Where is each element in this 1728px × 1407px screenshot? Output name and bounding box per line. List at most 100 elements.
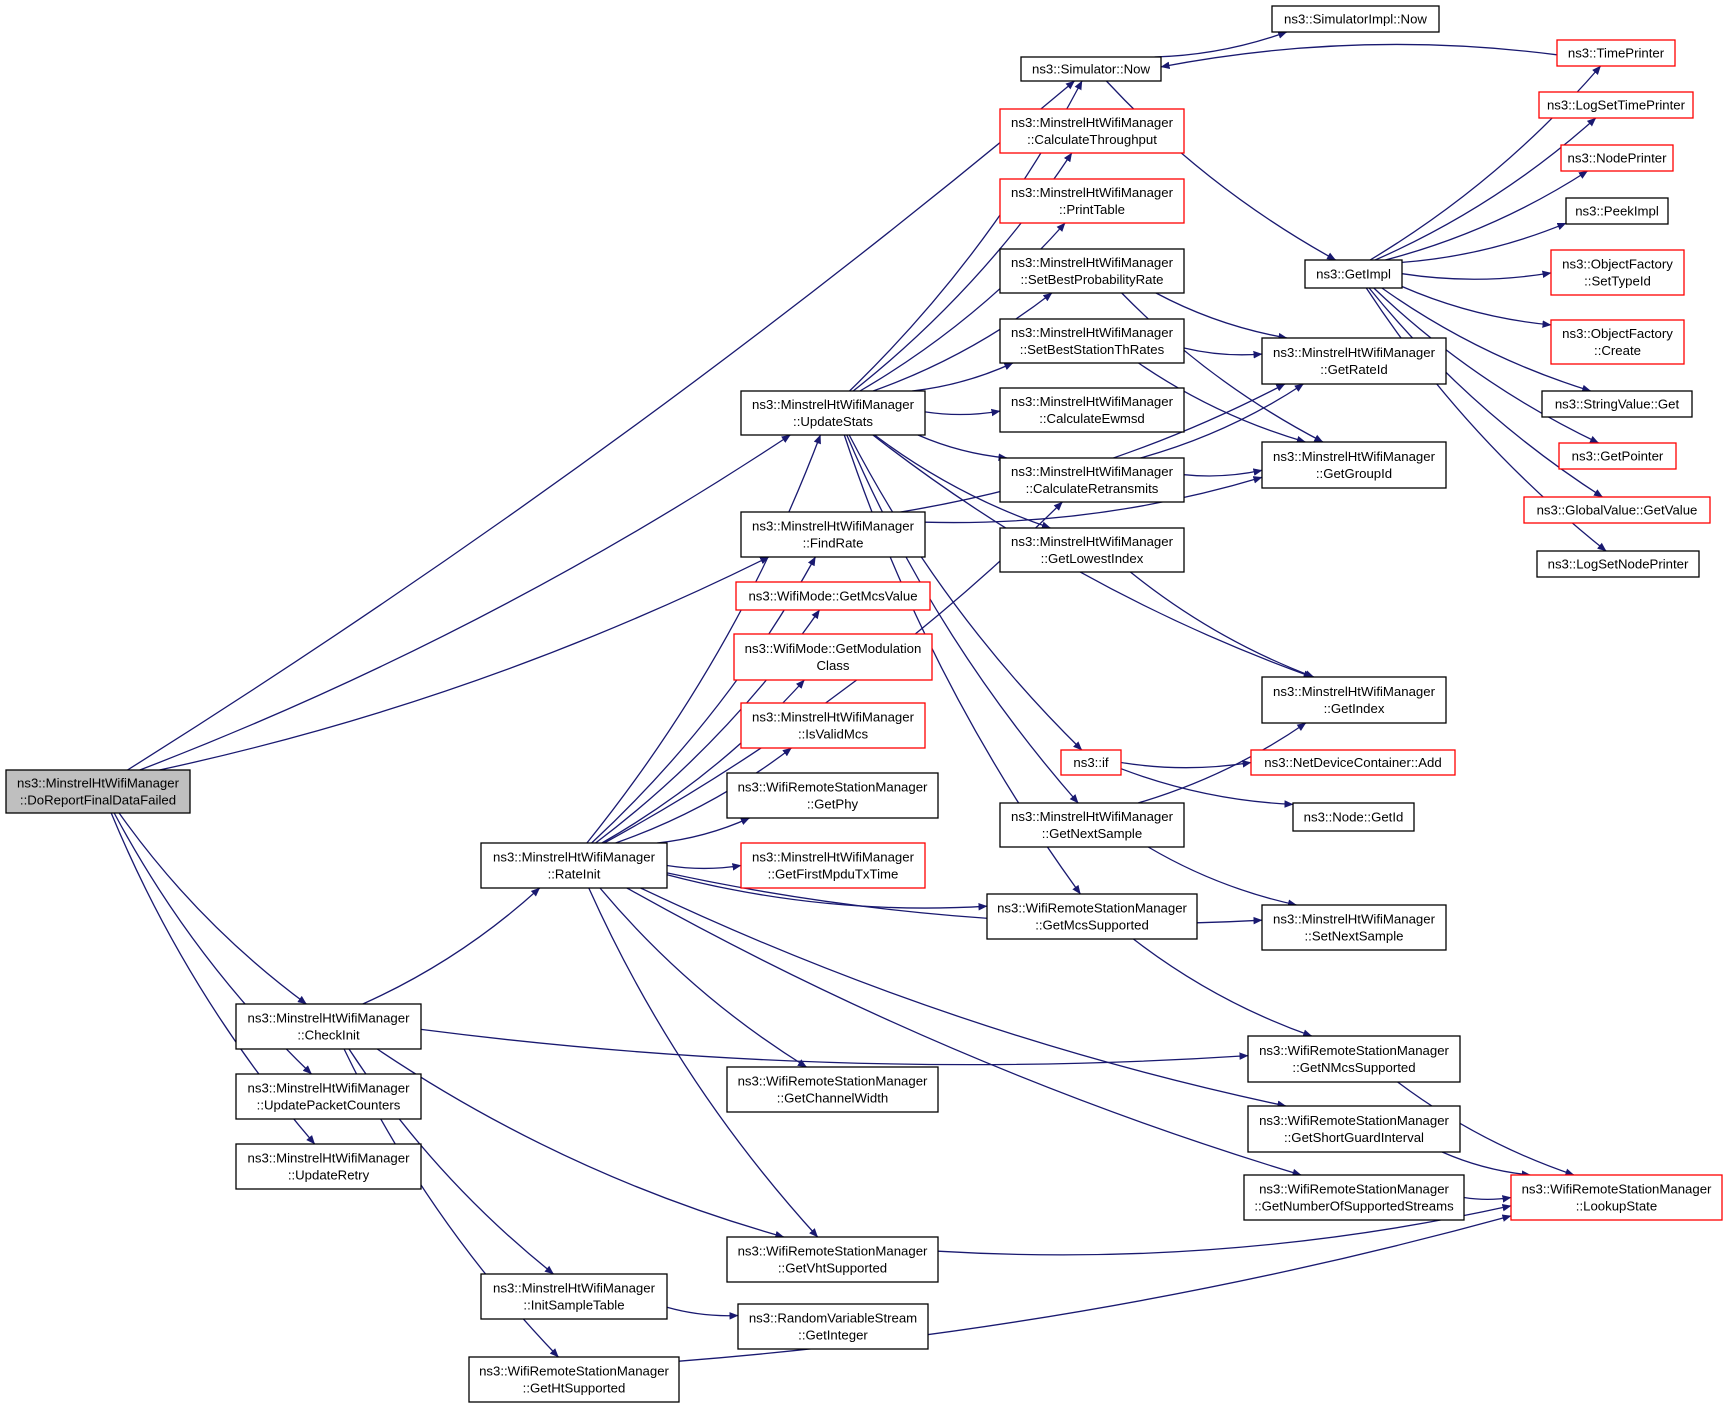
- node-getrateid[interactable]: ns3::MinstrelHtWifiManager::GetRateId: [1261, 337, 1447, 385]
- node-rateinit[interactable]: ns3::MinstrelHtWifiManager::RateInit: [480, 842, 668, 889]
- node-label: ns3::MinstrelHtWifiManager: [1011, 255, 1174, 270]
- node-calcretrans[interactable]: ns3::MinstrelHtWifiManager::CalculateRet…: [999, 457, 1185, 503]
- node-root[interactable]: ns3::MinstrelHtWifiManager::DoReportFina…: [5, 769, 191, 814]
- edge-sim_now-to-getimpl: [1105, 80, 1336, 261]
- node-label: ns3::MinstrelHtWifiManager: [248, 1011, 411, 1026]
- node-label: ns3::SimulatorImpl::Now: [1284, 12, 1427, 27]
- node-getindex[interactable]: ns3::MinstrelHtWifiManager::GetIndex: [1261, 676, 1447, 724]
- node-getsgi[interactable]: ns3::WifiRemoteStationManager::GetShortG…: [1247, 1105, 1461, 1153]
- node-timeprinter[interactable]: ns3::TimePrinter: [1556, 39, 1676, 67]
- node-lookupstate[interactable]: ns3::WifiRemoteStationManager::LookupSta…: [1510, 1174, 1723, 1221]
- node-box: [1565, 197, 1669, 225]
- edge-root-to-checkinit: [118, 812, 307, 1005]
- node-calcewmsd[interactable]: ns3::MinstrelHtWifiManager::CalculateEwm…: [999, 387, 1185, 433]
- node-getchannelwidth[interactable]: ns3::WifiRemoteStationManager::GetChanne…: [726, 1066, 939, 1113]
- edge-getimpl-to-of_create: [1401, 285, 1552, 328]
- node-box: [726, 1066, 939, 1113]
- edge-root-to-updatestats: [139, 434, 791, 771]
- node-node_getid[interactable]: ns3::Node::GetId: [1292, 802, 1415, 832]
- node-nodeprinter[interactable]: ns3::NodePrinter: [1560, 144, 1674, 172]
- node-box: [999, 457, 1185, 503]
- node-label: ns3::MinstrelHtWifiManager: [1011, 534, 1174, 549]
- edge-rateinit-to-getsgi: [640, 887, 1287, 1108]
- node-label: ns3::MinstrelHtWifiManager: [1011, 185, 1174, 200]
- node-getlowestindex[interactable]: ns3::MinstrelHtWifiManager::GetLowestInd…: [999, 527, 1185, 573]
- node-getvht[interactable]: ns3::WifiRemoteStationManager::GetVhtSup…: [726, 1236, 939, 1283]
- node-getimpl[interactable]: ns3::GetImpl: [1304, 259, 1403, 289]
- node-label: ns3::ObjectFactory: [1562, 326, 1673, 341]
- node-of_settypeid[interactable]: ns3::ObjectFactory::SetTypeId: [1550, 249, 1685, 296]
- edge-rateinit-to-getchannelwidth: [599, 887, 807, 1068]
- node-label: ns3::GetPointer: [1572, 449, 1664, 464]
- node-label: ::SetBestProbabilityRate: [1021, 272, 1164, 287]
- node-box: [740, 842, 926, 889]
- edge-findrate-to-getgroupid: [924, 476, 1263, 524]
- node-setbestprob[interactable]: ns3::MinstrelHtWifiManager::SetBestProba…: [999, 248, 1185, 294]
- edge-getimpl-to-nodeprinter: [1385, 170, 1588, 261]
- node-simimpl_now[interactable]: ns3::SimulatorImpl::Now: [1271, 5, 1440, 33]
- node-label: ns3::MinstrelHtWifiManager: [1011, 325, 1174, 340]
- node-peekimpl[interactable]: ns3::PeekImpl: [1565, 197, 1669, 225]
- node-label: ns3::WifiRemoteStationManager: [1259, 1182, 1449, 1197]
- node-label: ::GetLowestIndex: [1041, 551, 1144, 566]
- node-getnss[interactable]: ns3::WifiRemoteStationManager::GetNumber…: [1243, 1174, 1465, 1221]
- edge-getimpl-to-of_settypeid: [1401, 270, 1552, 280]
- node-label: ns3::WifiRemoteStationManager: [479, 1364, 669, 1379]
- node-sim_now[interactable]: ns3::Simulator::Now: [1020, 56, 1162, 82]
- node-updatestats[interactable]: ns3::MinstrelHtWifiManager::UpdateStats: [740, 390, 926, 436]
- node-setnextsample[interactable]: ns3::MinstrelHtWifiManager::SetNextSampl…: [1261, 904, 1447, 951]
- node-isvalidmcs[interactable]: ns3::MinstrelHtWifiManager::IsValidMcs: [740, 702, 926, 749]
- node-getht[interactable]: ns3::WifiRemoteStationManager::GetHtSupp…: [468, 1356, 680, 1403]
- edge-setbeststation-to-getgroupid: [1138, 362, 1306, 444]
- node-logsetnodeprinter[interactable]: ns3::LogSetNodePrinter: [1536, 550, 1700, 578]
- node-getgroupid[interactable]: ns3::MinstrelHtWifiManager::GetGroupId: [1261, 441, 1447, 489]
- edge-getvht-to-lookupstate: [937, 1203, 1512, 1256]
- node-box: [1536, 550, 1700, 578]
- node-calcthroughput[interactable]: ns3::MinstrelHtWifiManager::CalculateThr…: [999, 108, 1185, 154]
- node-findrate[interactable]: ns3::MinstrelHtWifiManager::FindRate: [740, 511, 926, 558]
- node-box: [1247, 1035, 1461, 1083]
- edge-root-to-findrate: [159, 556, 770, 771]
- node-getnextsample[interactable]: ns3::MinstrelHtWifiManager::GetNextSampl…: [999, 802, 1185, 848]
- node-logsettimeprinter[interactable]: ns3::LogSetTimePrinter: [1538, 91, 1694, 119]
- edge-getsgi-to-lookupstate: [1441, 1151, 1531, 1178]
- edge-getimpl-to-logsettimeprinter: [1374, 117, 1597, 261]
- node-printtable[interactable]: ns3::MinstrelHtWifiManager::PrintTable: [999, 178, 1185, 224]
- node-label: ::GetHtSupported: [523, 1381, 626, 1396]
- node-ndc_add[interactable]: ns3::NetDeviceContainer::Add: [1250, 749, 1456, 776]
- node-setbeststation[interactable]: ns3::MinstrelHtWifiManager::SetBestStati…: [999, 318, 1185, 364]
- node-box: [1020, 56, 1162, 82]
- node-box: [999, 318, 1185, 364]
- edge-getnmcs-to-lookupstate: [1397, 1081, 1575, 1176]
- nodes-layer: ns3::MinstrelHtWifiManager::DoReportFina…: [5, 5, 1723, 1403]
- node-box: [1538, 91, 1694, 119]
- node-label: ns3::PeekImpl: [1575, 204, 1659, 219]
- node-box: [999, 178, 1185, 224]
- node-box: [999, 108, 1185, 154]
- node-rvs_getinteger[interactable]: ns3::RandomVariableStream::GetInteger: [737, 1303, 929, 1350]
- node-initsampletable[interactable]: ns3::MinstrelHtWifiManager::InitSampleTa…: [480, 1273, 668, 1320]
- node-box: [733, 633, 933, 681]
- node-box: [1541, 390, 1693, 418]
- node-checkinit[interactable]: ns3::MinstrelHtWifiManager::CheckInit: [235, 1003, 422, 1050]
- node-label: ns3::MinstrelHtWifiManager: [17, 776, 180, 791]
- node-label: ::RateInit: [548, 867, 601, 882]
- node-ns3if[interactable]: ns3::if: [1060, 749, 1122, 776]
- node-getfirstmpdu[interactable]: ns3::MinstrelHtWifiManager::GetFirstMpdu…: [740, 842, 926, 889]
- edge-timeprinter-to-sim_now: [1160, 43, 1558, 70]
- node-getmcssupported[interactable]: ns3::WifiRemoteStationManager::GetMcsSup…: [986, 893, 1198, 940]
- node-getpointer[interactable]: ns3::GetPointer: [1558, 442, 1677, 470]
- edge-rateinit-to-updatestats: [586, 434, 822, 844]
- node-getmcsvalue[interactable]: ns3::WifiMode::GetMcsValue: [735, 581, 931, 611]
- node-getnmcs[interactable]: ns3::WifiRemoteStationManager::GetNMcsSu…: [1247, 1035, 1461, 1083]
- node-of_create[interactable]: ns3::ObjectFactory::Create: [1550, 319, 1685, 365]
- node-label: ns3::MinstrelHtWifiManager: [1273, 345, 1436, 360]
- edge-rateinit-to-getnss: [626, 887, 1302, 1177]
- node-updateretry[interactable]: ns3::MinstrelHtWifiManager::UpdateRetry: [235, 1143, 422, 1190]
- node-getphy[interactable]: ns3::WifiRemoteStationManager::GetPhy: [726, 772, 939, 819]
- node-box: [1550, 319, 1685, 365]
- node-stringvalue_get[interactable]: ns3::StringValue::Get: [1541, 390, 1693, 418]
- node-updatepktcounters[interactable]: ns3::MinstrelHtWifiManager::UpdatePacket…: [235, 1073, 422, 1120]
- node-globalvalue_getvalue[interactable]: ns3::GlobalValue::GetValue: [1523, 496, 1711, 524]
